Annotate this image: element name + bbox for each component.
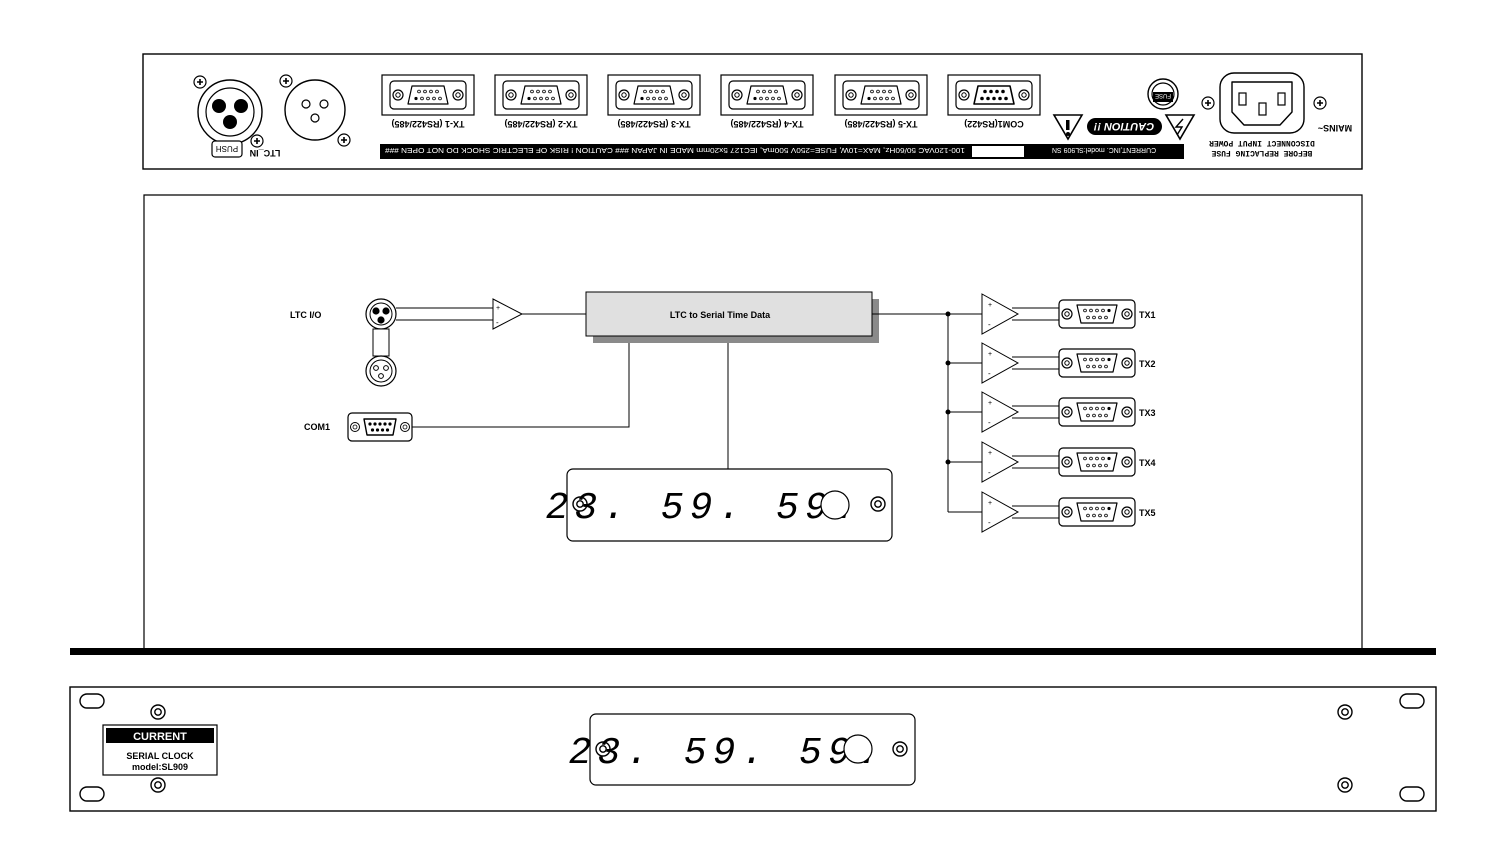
output-tx1: TX1 (948, 293, 1156, 335)
rear-port-com1[interactable]: COM1(RS422) (947, 74, 1041, 129)
rack-ear-slots (79, 693, 1425, 802)
ltc-in-label: LTC_IN (250, 148, 281, 158)
output-tx2: TX2 (948, 342, 1156, 384)
rear-port-tx2[interactable]: TX-2 (RS422/485) (494, 74, 588, 129)
diagram-display-sensor (820, 490, 850, 520)
fuse-label: FUSE (1155, 92, 1171, 98)
rear-port-tx5[interactable]: TX-5 (RS422/485) (834, 74, 928, 129)
separator-bar (70, 648, 1436, 655)
com1-label: COM1 (304, 422, 330, 432)
rear-port-tx2-label: TX-2 (RS422/485) (504, 119, 577, 129)
front-time-digits: 23. 59. 59. (569, 732, 886, 775)
push-latch-label: PUSH (216, 144, 238, 153)
block-diagram: LTC I/O + - LTC to Serial Tim (143, 194, 1363, 649)
svg-text:+: + (496, 305, 500, 312)
rear-info-strip: CURRENT,INC. model:SL909 SN 100-120VAC 5… (380, 144, 1184, 159)
rear-panel: PUSH LTC_IN TX-1 (RS422/485) TX-2 (RS422… (142, 53, 1363, 170)
output-tx3: TX3 (948, 391, 1156, 433)
rear-port-tx3[interactable]: TX-3 (RS422/485) (607, 74, 701, 129)
electric-shock-icon (1164, 114, 1196, 141)
disconnect-warning-line1: DISCONNECT INPUT POWER (1209, 138, 1315, 147)
rear-port-tx4[interactable]: TX-4 (RS422/485) (720, 74, 814, 129)
diagram-time-digits: 23. 59. 59. (546, 487, 863, 530)
caution-label: CAUTION !! (1093, 120, 1154, 132)
front-panel: CURRENT SERIAL CLOCK model:SL909 23. 59.… (69, 686, 1437, 812)
output-tx5: TX5 (948, 491, 1156, 533)
power-inlet[interactable] (1201, 72, 1327, 134)
output-tx5-label: TX5 (1139, 508, 1156, 518)
diagram-time-display: 23. 59. 59. (546, 468, 893, 542)
processor-label: LTC to Serial Time Data (670, 310, 771, 320)
info-strip-specs: 100-120VAC 50/60Hz, MAX=10W, FUSE=250V 5… (385, 146, 965, 153)
com1-connector-symbol (347, 412, 413, 442)
output-tx1-label: TX1 (1139, 310, 1156, 320)
brand-plate: CURRENT SERIAL CLOCK model:SL909 (102, 724, 218, 776)
product-line2: model:SL909 (132, 762, 188, 772)
ltc-xlr-male-symbol (365, 355, 397, 387)
caution-badge: CAUTION !! (1087, 118, 1162, 135)
xlr-male-connector (279, 74, 351, 147)
product-line1: SERIAL CLOCK (126, 751, 194, 761)
output-tx3-label: TX3 (1139, 408, 1156, 418)
svg-text:-: - (496, 318, 499, 327)
output-tx4: TX4 (948, 441, 1156, 483)
ltc-xlr-female-symbol (365, 298, 397, 330)
front-time-display: 23. 59. 59. (569, 713, 916, 786)
ltc-io-label: LTC I/O (290, 310, 321, 320)
rear-port-tx4-label: TX-4 (RS422/485) (730, 119, 803, 129)
disconnect-warning-line2: BEFORE REPLACING FUSE (1211, 148, 1312, 157)
fuse-holder[interactable]: FUSE (1147, 78, 1179, 110)
rear-port-tx1[interactable]: TX-1 (RS422/485) (381, 74, 475, 129)
info-strip-model: CURRENT,INC. model:SL909 SN (1052, 146, 1156, 153)
output-tx2-label: TX2 (1139, 359, 1156, 369)
brand-name: CURRENT (133, 731, 187, 743)
rear-port-tx5-label: TX-5 (RS422/485) (844, 119, 917, 129)
rear-port-com1-label: COM1(RS422) (964, 119, 1024, 129)
front-display-sensor (843, 734, 873, 764)
ltc-to-serial-block: LTC to Serial Time Data (585, 291, 879, 343)
input-amplifier: + - (492, 298, 524, 330)
rear-port-tx1-label: TX-1 (RS422/485) (391, 119, 464, 129)
info-warning-icon (1052, 114, 1084, 141)
output-tx4-label: TX4 (1139, 458, 1156, 468)
rear-port-tx3-label: TX-3 (RS422/485) (617, 119, 690, 129)
mains-label: MAINS~ (1318, 123, 1352, 133)
xlr-female-connector: PUSH (193, 75, 264, 158)
